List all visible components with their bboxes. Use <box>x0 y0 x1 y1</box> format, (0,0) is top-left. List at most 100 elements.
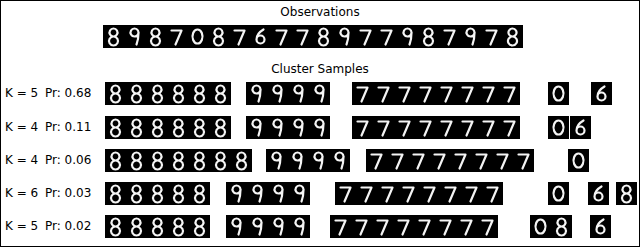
digit-image <box>377 182 398 205</box>
digit-stroke <box>382 31 392 45</box>
digit-image <box>147 116 168 139</box>
digit-image <box>308 149 329 172</box>
digit-stroke <box>253 186 261 202</box>
digit-ground <box>124 25 145 48</box>
digit-image <box>329 149 350 172</box>
digit-stroke <box>274 219 282 235</box>
digit-ground <box>513 149 534 172</box>
digit-image <box>250 25 271 48</box>
digit-stroke <box>253 219 261 235</box>
digit-stroke <box>195 86 204 103</box>
digit-image <box>226 215 247 238</box>
digit-row <box>105 182 637 205</box>
digit-ground <box>355 25 376 48</box>
digit-stroke <box>505 88 515 102</box>
digit-image <box>189 116 210 139</box>
digit-ground <box>105 215 126 238</box>
digit-stroke <box>357 221 367 235</box>
digit-stroke <box>362 188 372 202</box>
digit-image <box>394 82 415 105</box>
digit-image <box>373 82 394 105</box>
digit-ground <box>147 182 168 205</box>
digit-image <box>210 82 231 105</box>
digit-image <box>397 25 418 48</box>
digit-ground <box>568 149 589 172</box>
digit-ground <box>147 149 168 172</box>
digit-image <box>105 82 126 105</box>
digit-ground <box>414 215 435 238</box>
digit-ground <box>247 215 268 238</box>
digit-ground <box>457 116 478 139</box>
digit-image <box>568 149 589 172</box>
digit-stroke <box>294 120 302 136</box>
digit-image <box>502 25 523 48</box>
digit-stroke <box>573 154 583 168</box>
digit-stroke <box>174 153 183 170</box>
digit-ground <box>105 149 126 172</box>
digit-image <box>105 149 126 172</box>
digit-ground <box>478 82 499 105</box>
digit-image <box>246 82 267 105</box>
digit-stroke <box>446 188 456 202</box>
digit-stroke <box>442 122 452 136</box>
digit-stroke <box>132 120 141 137</box>
digit-image <box>513 149 534 172</box>
digit-ground <box>482 182 503 205</box>
digit-image <box>126 215 147 238</box>
probability-label: Pr: 0.11 <box>45 120 91 134</box>
section-heading: Cluster Samples <box>271 62 369 76</box>
digit-stroke <box>505 122 515 136</box>
digit-ground <box>387 149 408 172</box>
cluster-count: K = 4 <box>5 120 38 134</box>
digit-ground <box>548 182 569 205</box>
digit-image <box>478 82 499 105</box>
digit-stroke <box>414 155 424 169</box>
digit-image <box>210 149 231 172</box>
digit-ground <box>408 149 429 172</box>
digit-ground <box>492 149 513 172</box>
digit-image <box>246 116 267 139</box>
digit-ground <box>435 215 456 238</box>
digit-stroke <box>174 219 183 236</box>
digit-ground <box>210 116 231 139</box>
digit-stroke <box>383 188 393 202</box>
digit-image <box>419 182 440 205</box>
digit-ground <box>308 149 329 172</box>
digit-image <box>267 116 288 139</box>
digit-image <box>376 25 397 48</box>
digit-stroke <box>132 86 141 103</box>
digit-stroke <box>595 187 603 201</box>
digit-image <box>351 215 372 238</box>
digit-image <box>226 182 247 205</box>
digit-stroke <box>393 155 403 169</box>
digit-stroke <box>195 120 204 137</box>
digit-stroke <box>553 87 563 101</box>
digit-image <box>168 149 189 172</box>
digit-ground <box>481 25 502 48</box>
digit-ground <box>168 149 189 172</box>
digit-stroke <box>462 221 472 235</box>
digit-ground <box>267 82 288 105</box>
digit-row <box>105 215 611 238</box>
digit-stroke <box>174 120 183 137</box>
digit-ground <box>226 215 247 238</box>
digit-image <box>548 82 569 105</box>
digit-ground <box>126 215 147 238</box>
digit-image <box>267 82 288 105</box>
digit-stroke <box>403 29 411 45</box>
digit-ground <box>335 182 356 205</box>
digit-stroke <box>421 88 431 102</box>
digit-image <box>147 149 168 172</box>
digit-image <box>394 116 415 139</box>
digit-ground <box>377 182 398 205</box>
digit-stroke <box>622 186 631 203</box>
digit-ground <box>208 25 229 48</box>
digit-image <box>268 182 289 205</box>
digit-image <box>414 215 435 238</box>
digit-stroke <box>216 153 225 170</box>
digit-image <box>492 149 513 172</box>
digit-image <box>398 182 419 205</box>
digit-stroke <box>341 188 351 202</box>
cluster-count: K = 5 <box>5 86 38 100</box>
digit-row <box>105 82 612 105</box>
